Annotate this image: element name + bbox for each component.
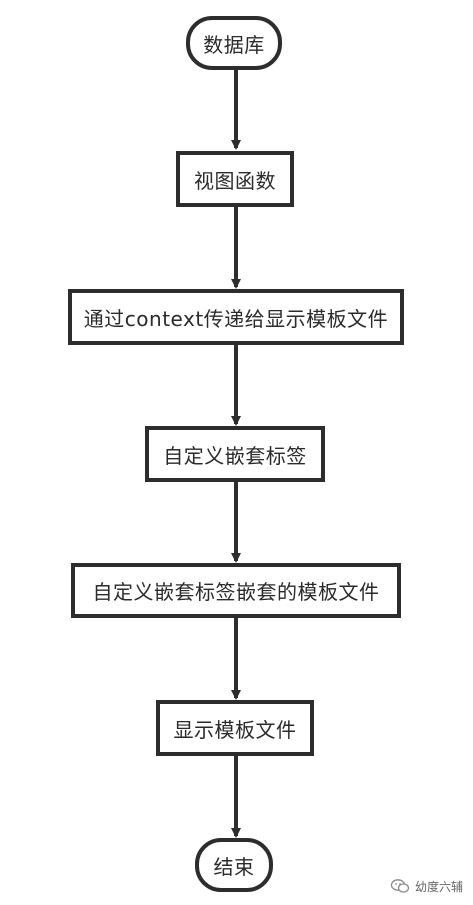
view-function-node: 视图函数 [176, 151, 294, 207]
view-function-label: 视图函数 [194, 168, 276, 193]
custom-tag-node: 自定义嵌套标签 [145, 426, 325, 482]
watermark: 幼度六辅 [390, 876, 463, 896]
start-node: 数据库 [186, 16, 282, 70]
custom-tag-label: 自定义嵌套标签 [163, 443, 307, 468]
nested-template-node: 自定义嵌套标签嵌套的模板文件 [71, 563, 401, 618]
context-node: 通过context传递给显示模板文件 [68, 289, 404, 345]
nested-template-label: 自定义嵌套标签嵌套的模板文件 [92, 580, 380, 604]
watermark-text: 幼度六辅 [415, 879, 464, 894]
start-node-label: 数据库 [203, 32, 265, 57]
end-node: 结束 [195, 838, 273, 892]
context-label: 通过context传递给显示模板文件 [83, 306, 389, 331]
wechat-logo-icon [390, 879, 410, 893]
end-node-label: 结束 [213, 854, 255, 879]
display-template-label: 显示模板文件 [173, 717, 297, 742]
display-template-node: 显示模板文件 [156, 700, 314, 756]
